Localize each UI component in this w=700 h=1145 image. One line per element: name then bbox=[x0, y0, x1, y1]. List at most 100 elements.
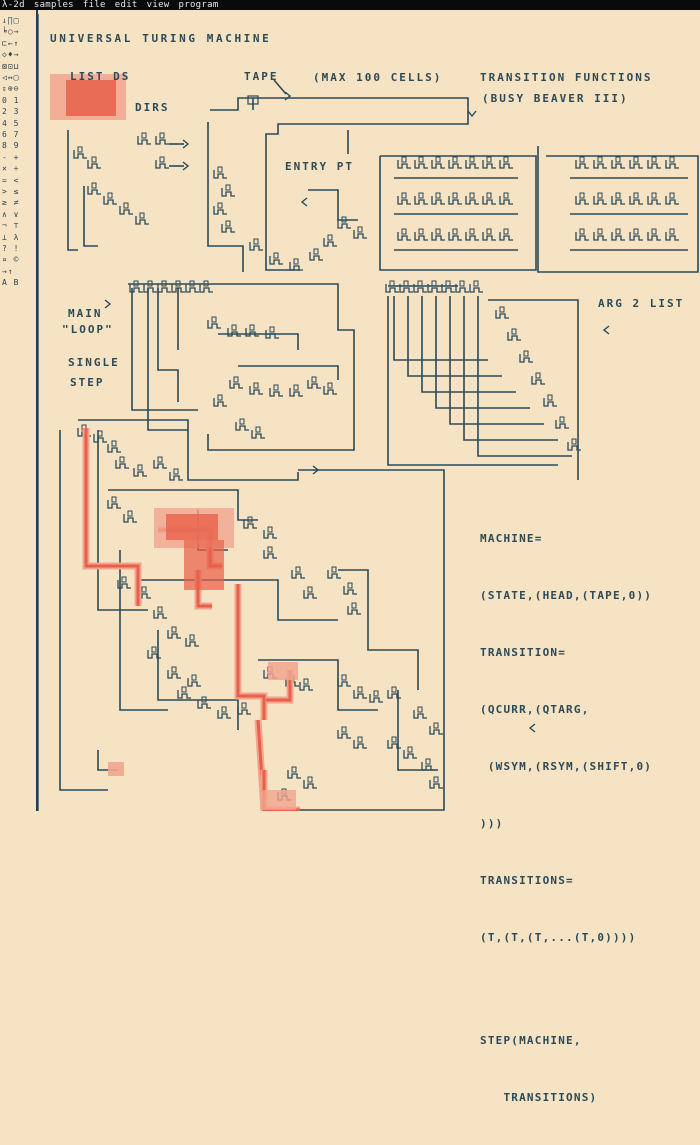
gate-node bbox=[323, 386, 337, 395]
menu-program[interactable]: program bbox=[178, 0, 219, 10]
transition-gate bbox=[482, 160, 496, 169]
palette-row[interactable]: A B bbox=[2, 278, 20, 288]
wire-segment bbox=[435, 296, 530, 409]
wire-segment bbox=[119, 550, 168, 711]
step-gate bbox=[337, 678, 351, 687]
gate-cap bbox=[486, 192, 492, 199]
palette-row[interactable]: ◁↔▢ bbox=[2, 73, 20, 82]
note-line: TRANSITIONS= bbox=[480, 874, 574, 887]
gate-node bbox=[73, 150, 87, 159]
step-gate bbox=[291, 570, 305, 579]
palette-row[interactable]: ≥ ≠ bbox=[2, 198, 20, 208]
gate-node bbox=[227, 328, 241, 337]
gate-cap bbox=[579, 192, 585, 199]
tape-cell-gate bbox=[221, 188, 235, 197]
transition-gate bbox=[397, 160, 411, 169]
transition-gate bbox=[629, 196, 643, 205]
transition-gate bbox=[414, 196, 428, 205]
palette-row[interactable]: = < bbox=[2, 175, 20, 185]
transition-gate bbox=[575, 160, 589, 169]
gate-cap bbox=[389, 280, 395, 287]
label-tape-note: (MAX 100 CELLS) bbox=[313, 71, 443, 84]
palette-row[interactable]: ⊏←↑ bbox=[2, 38, 20, 48]
label-entry-pt: ENTRY PT bbox=[285, 160, 354, 173]
step-gate bbox=[421, 762, 435, 771]
wire-diagram bbox=[38, 14, 699, 811]
transition-gate bbox=[629, 160, 643, 169]
step-gate bbox=[153, 460, 167, 469]
transition-gate bbox=[448, 232, 462, 241]
highlight-path bbox=[82, 428, 142, 606]
step-gate bbox=[387, 690, 401, 699]
menu-file[interactable]: file bbox=[82, 0, 106, 10]
label-step: STEP bbox=[70, 376, 105, 389]
note-line: TRANSITIONS) bbox=[480, 1091, 598, 1104]
palette-row[interactable]: 8 9 bbox=[2, 141, 20, 151]
gate-cap bbox=[417, 706, 423, 713]
palette-row[interactable]: ◇♦→ bbox=[2, 50, 20, 60]
notes-block: MACHINE= (STATE,(HEAD,(TAPE,0)) TRANSITI… bbox=[480, 491, 652, 1145]
gate-cap bbox=[225, 220, 231, 227]
menu-view[interactable]: view bbox=[146, 0, 170, 10]
palette-row[interactable]: →↑ bbox=[2, 266, 14, 276]
palette-row[interactable]: ∧ ∨ bbox=[2, 209, 20, 219]
transition-gate bbox=[465, 232, 479, 241]
highlight-region bbox=[260, 790, 296, 810]
gate-cap bbox=[503, 228, 509, 235]
label-transition-functions: TRANSITION FUNCTIONS bbox=[480, 71, 653, 84]
gate-cap bbox=[77, 146, 83, 153]
palette-row[interactable]: - + bbox=[2, 152, 20, 162]
loop-gate bbox=[185, 284, 199, 293]
gate-cap bbox=[97, 430, 103, 437]
gate-cap bbox=[669, 228, 675, 235]
palette-row[interactable]: × ÷ bbox=[2, 164, 20, 174]
step-gate bbox=[343, 586, 357, 595]
palette-row[interactable]: ╘○→ bbox=[2, 27, 20, 37]
gate-cap bbox=[473, 280, 479, 287]
palette-row[interactable]: 6 7 bbox=[2, 130, 20, 139]
gate-cap bbox=[327, 234, 333, 241]
gate-cap bbox=[239, 418, 245, 425]
palette-row[interactable]: ? ! bbox=[2, 244, 20, 253]
gate-cap bbox=[217, 202, 223, 209]
arrow-icon bbox=[528, 723, 536, 733]
palette-row[interactable]: 0 1 bbox=[2, 95, 20, 105]
arg-ladder-gate bbox=[495, 310, 509, 319]
tape-cell-gate bbox=[221, 224, 235, 233]
arg-ladder-gate bbox=[507, 332, 521, 341]
gate-cap bbox=[273, 252, 279, 259]
palette-row[interactable]: ¤ © bbox=[2, 255, 20, 265]
step-gate bbox=[187, 678, 201, 687]
palette-row[interactable]: 4 5 bbox=[2, 118, 20, 128]
palette-row[interactable]: ⇕⊕⊖ bbox=[2, 84, 20, 94]
palette-row[interactable]: ⊥ λ bbox=[2, 232, 20, 242]
palette-row[interactable]: ¬ ⊤ bbox=[2, 221, 20, 231]
transition-gate bbox=[593, 196, 607, 205]
gate-cap bbox=[273, 384, 279, 391]
palette-row[interactable]: > ≤ bbox=[2, 187, 20, 196]
program-canvas[interactable]: UNIVERSAL TURING MACHINE LIST DS DIRS TA… bbox=[38, 10, 700, 1104]
gate-cap bbox=[331, 566, 337, 573]
wire-segment bbox=[393, 296, 488, 361]
gate-cap bbox=[615, 156, 621, 163]
gate-cap bbox=[171, 626, 177, 633]
gate-cap bbox=[459, 280, 465, 287]
arg-ladder-gate bbox=[555, 420, 569, 429]
transition-gate bbox=[647, 160, 661, 169]
step-gate bbox=[429, 780, 443, 789]
palette-row[interactable]: ↓∏□ bbox=[2, 16, 20, 25]
gate-node bbox=[119, 206, 133, 215]
transition-gate bbox=[665, 232, 679, 241]
gate-cap bbox=[486, 156, 492, 163]
palette-row[interactable]: 2 3 bbox=[2, 107, 20, 117]
step-gate bbox=[167, 630, 181, 639]
transition-gate bbox=[575, 196, 589, 205]
menu-samples[interactable]: samples bbox=[33, 0, 74, 10]
menu-edit[interactable]: edit bbox=[114, 0, 138, 10]
gate-cap bbox=[445, 280, 451, 287]
step-gate bbox=[353, 740, 367, 749]
wire-segment bbox=[463, 296, 558, 441]
palette-row[interactable]: ⊠⊡⊔ bbox=[2, 61, 20, 71]
gate-node bbox=[213, 398, 227, 407]
transition-gate bbox=[647, 196, 661, 205]
